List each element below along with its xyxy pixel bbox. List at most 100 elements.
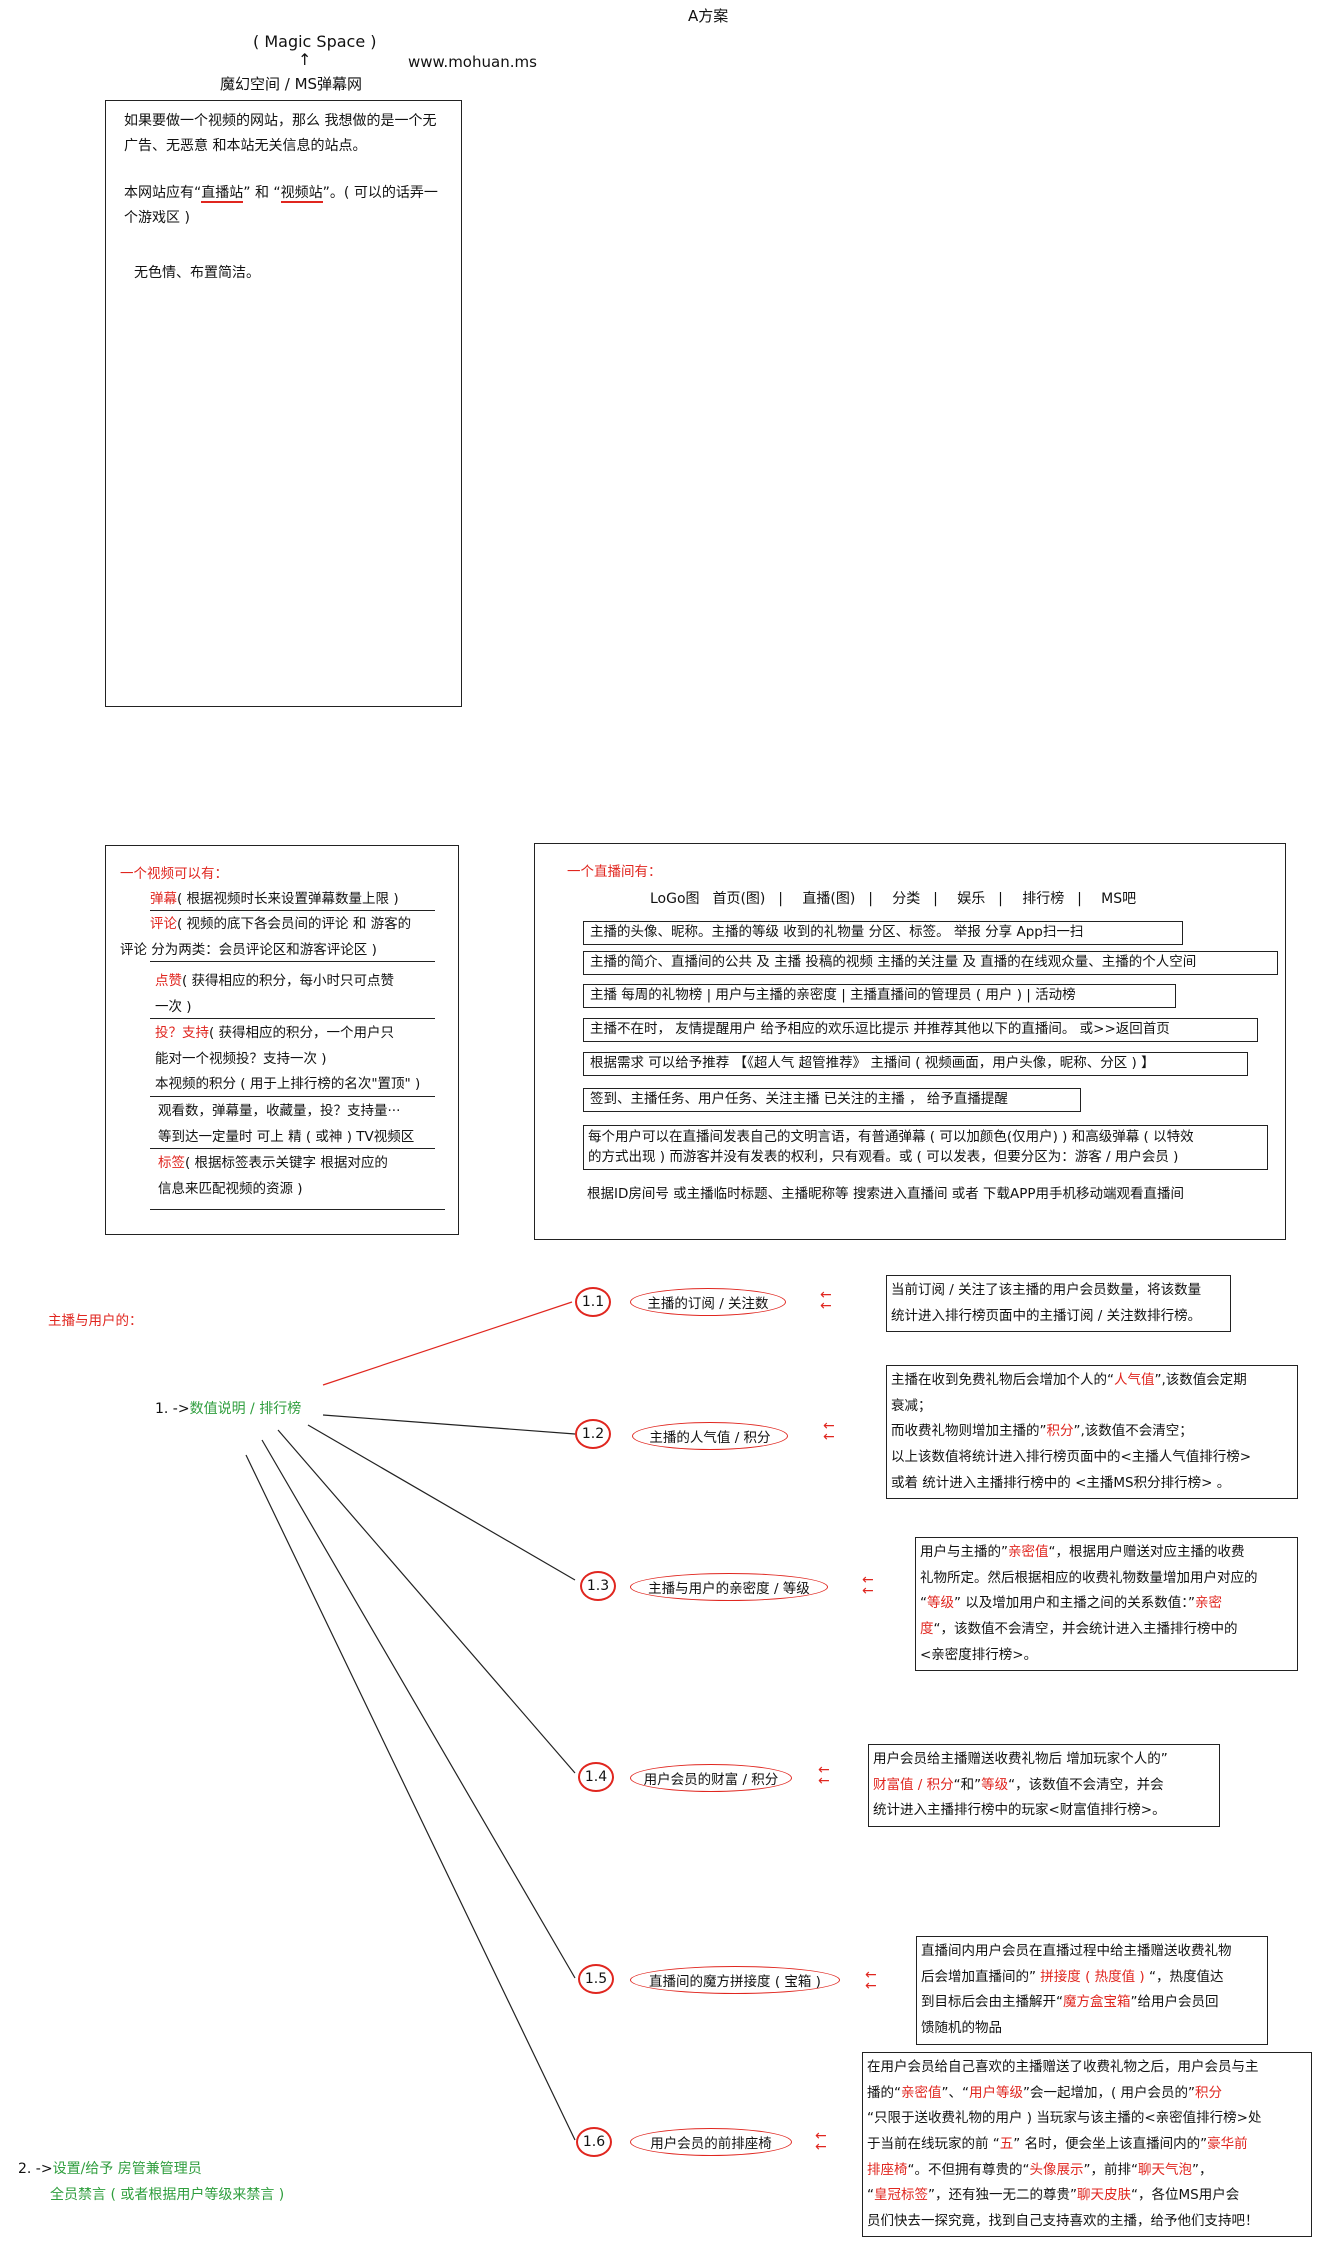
highlight-text: 五 bbox=[999, 2135, 1014, 2152]
desc-line: 衰减； bbox=[891, 1394, 1293, 1420]
up-arrow-icon: ↑ bbox=[298, 50, 312, 69]
desc-text: 馈随机的物品 bbox=[921, 2019, 1002, 2036]
live-row-danmu: 每个用户可以在直播间发表自己的文明言语，有普通弹幕 ( 可以加颜色(仅用户) )… bbox=[583, 1125, 1268, 1171]
left-arrow-icon: ←← bbox=[818, 1762, 830, 1789]
desc-text: 于当前在线玩家的前 “ bbox=[867, 2135, 1000, 2152]
desc-line: 或着 统计进入主播排行榜中的 <主播MS积分排行榜> 。 bbox=[891, 1471, 1293, 1497]
intro-text: ” 和 “ bbox=[243, 185, 281, 201]
nav-logo[interactable]: LoGo图 bbox=[650, 891, 700, 907]
live-row-tasks: 签到、主播任务、用户任务、关注主播 已关注的主播 ， 给予直播提醒 bbox=[583, 1088, 1081, 1112]
intro-paragraph-1: 如果要做一个视频的网站，那么 我想做的是一个无广告、无恶意 和本站无关信息的站点… bbox=[124, 113, 437, 154]
highlight-text: 亲密值 bbox=[901, 2084, 942, 2101]
item2-prefix: 2. -> bbox=[18, 2161, 53, 2177]
mindmap-item-2-sub: 全员禁言 ( 或者根据用户等级来禁言 ) bbox=[50, 2187, 285, 2203]
nav-ms-forum[interactable]: MS吧 bbox=[1101, 891, 1137, 907]
desc-line: 于当前在线玩家的前 “五” 名时，便会坐上该直播间内的”豪华前 bbox=[867, 2132, 1307, 2158]
highlight-text: 排座椅 bbox=[867, 2161, 908, 2178]
site-name-cn: 魔幻空间 / MS弹幕网 bbox=[220, 75, 363, 93]
connector-1-4 bbox=[277, 1429, 576, 1774]
desc-text: 到目标后会由主播解开“ bbox=[921, 1994, 1063, 2011]
desc-line: “等级” 以及增加用户和主播之间的关系数值：”亲密 bbox=[920, 1591, 1293, 1617]
highlight-text: 亲密 bbox=[1195, 1595, 1223, 1612]
desc-line: 播的“亲密值”、“用户等级”会一起增加，( 用户会员的”积分 bbox=[867, 2081, 1307, 2107]
connector-1-3 bbox=[307, 1424, 576, 1581]
nav-ranking[interactable]: 排行榜 bbox=[1022, 891, 1065, 907]
node-desc-1-2: 主播在收到免费礼物后会增加个人的“人气值”,该数值会定期衰减；而收费礼物则增加主… bbox=[886, 1365, 1298, 1500]
left-arrow-icon: ←← bbox=[820, 1287, 832, 1314]
site-url: www.mohuan.ms bbox=[408, 53, 537, 71]
desc-text: “，该数值不会清空，并会统计进入主播排行榜中的 bbox=[933, 1620, 1238, 1637]
desc-text: 播的“ bbox=[867, 2084, 901, 2101]
desc-text: 礼物所定。然后根据相应的收费礼物数量增加用户对应的 bbox=[920, 1569, 1258, 1586]
intro-paragraph-3: 无色情、布置简洁。 bbox=[134, 265, 260, 281]
desc-line: <亲密度排行榜>。 bbox=[920, 1643, 1293, 1669]
desc-text: ” 以及增加用户和主播之间的关系数值：” bbox=[954, 1595, 1196, 1612]
page-title: A方案 bbox=[688, 7, 729, 25]
node-desc-1-6: 在用户会员给自己喜欢的主播赠送了收费礼物之后，用户会员与主播的“亲密值”、“用户… bbox=[862, 2052, 1312, 2238]
desc-text: “ bbox=[867, 2187, 874, 2204]
highlight-text: 度 bbox=[920, 1620, 934, 1637]
live-row-offline: 主播不在时， 友情提醒用户 给予相应的欢乐逗比提示 并推荐其他以下的直播间。 或… bbox=[583, 1018, 1258, 1042]
hub-prefix: 1. -> bbox=[155, 1401, 190, 1417]
desc-text: ”，前排“ bbox=[1083, 2161, 1139, 2178]
vote-item: 投？支持( 获得相应的积分，一个用户只 bbox=[155, 1025, 394, 1041]
desc-line: 用户与主播的”亲密值“，根据用户赠送对应主播的收费 bbox=[920, 1540, 1293, 1566]
left-arrow-icon: ←← bbox=[823, 1418, 835, 1445]
desc-text: ” 名时，便会坐上该直播间内的” bbox=[1013, 2135, 1208, 2152]
stats-cont: 等到达一定量时 可上 精 ( 或神 ) TV视频区 bbox=[158, 1129, 415, 1145]
node-label-1-2: 主播的人气值 / 积分 bbox=[632, 1422, 788, 1450]
desc-line: 排座椅“。不但拥有尊贵的“头像展示”，前排“聊天气泡”， bbox=[867, 2158, 1307, 2184]
intro-text: 本网站应有“ bbox=[124, 185, 202, 201]
hub-label: 数值说明 / 排行榜 bbox=[189, 1401, 302, 1417]
highlight-text: 等级 bbox=[981, 1776, 1009, 1793]
nav-live[interactable]: 直播(图) bbox=[802, 891, 856, 907]
tag-label: 标签 bbox=[158, 1155, 185, 1171]
danmu-text: ( 根据视频时长来设置弹幕数量上限 ) bbox=[177, 891, 399, 907]
highlight-text: 人气值 bbox=[1114, 1372, 1155, 1388]
desc-line: 馈随机的物品 bbox=[921, 2016, 1263, 2042]
desc-text: 当前订阅 / 关注了该主播的用户会员数量，将该数量 bbox=[891, 1282, 1202, 1298]
left-arrow-icon: ←← bbox=[815, 2128, 827, 2155]
desc-text: 或着 统计进入主播排行榜中的 <主播MS积分排行榜> 。 bbox=[891, 1474, 1231, 1491]
danmu-rule-line-2: 的方式出现 ) 而游客并没有发表的权利，只有观看。或 ( 可以发表，但要分区为：… bbox=[588, 1148, 1179, 1165]
nav-home[interactable]: 首页(图) bbox=[712, 891, 766, 907]
danmu-label: 弹幕 bbox=[150, 891, 177, 907]
node-number-1-4: 1.4 bbox=[578, 1762, 614, 1792]
vote-text: ( 获得相应的积分，一个用户只 bbox=[209, 1025, 395, 1041]
video-site-label: 视频站 bbox=[280, 185, 323, 203]
mindmap-section-title: 主播与用户的： bbox=[48, 1313, 143, 1329]
highlight-text: 皇冠标签 bbox=[874, 2187, 928, 2204]
nav-category[interactable]: 分类 bbox=[892, 891, 921, 907]
stats-text: 观看数，弹幕量，收藏量，投？支持量··· bbox=[158, 1103, 401, 1119]
video-heading: 一个视频可以有： bbox=[120, 866, 228, 882]
desc-text: “，根据用户赠送对应主播的收费 bbox=[1048, 1544, 1245, 1560]
live-row-rankings: 主播 每周的礼物榜 | 用户与主播的亲密度 | 主播直播间的管理员 ( 用户 )… bbox=[583, 984, 1176, 1008]
desc-text: 统计进入主播排行榜中的玩家<财富值排行榜>。 bbox=[873, 1802, 1166, 1819]
highlight-text: 豪华前 bbox=[1207, 2135, 1248, 2152]
desc-text: 衰减； bbox=[891, 1397, 932, 1414]
highlight-text: 等级 bbox=[927, 1595, 954, 1612]
desc-text: “，各位MS用户会 bbox=[1131, 2187, 1240, 2204]
left-arrow-icon: ←← bbox=[865, 1967, 877, 1994]
nav-entertainment[interactable]: 娱乐 bbox=[957, 891, 986, 907]
desc-text: “，该数值不会清空，并会 bbox=[1008, 1776, 1164, 1793]
node-number-1-6: 1.6 bbox=[576, 2127, 612, 2157]
divider bbox=[150, 1209, 445, 1210]
live-heading: 一个直播间有： bbox=[567, 864, 662, 880]
node-label-1-4: 用户会员的财富 / 积分 bbox=[630, 1764, 792, 1792]
highlight-text: 拼接度 ( 热度值 ) bbox=[1040, 1968, 1145, 1985]
node-desc-1-3: 用户与主播的”亲密值“，根据用户赠送对应主播的收费礼物所定。然后根据相应的收费礼… bbox=[915, 1537, 1298, 1672]
desc-line: 统计进入排行榜页面中的主播订阅 / 关注数排行榜。 bbox=[891, 1304, 1226, 1330]
live-footer: 根据ID房间号 或主播临时标题、主播昵称等 搜索进入直播间 或者 下载APP用手… bbox=[587, 1186, 1185, 1202]
desc-text: 而收费礼物则增加主播的” bbox=[891, 1423, 1047, 1440]
desc-line: 用户会员给主播赠送收费礼物后 增加玩家个人的” bbox=[873, 1747, 1215, 1773]
desc-line: 统计进入主播排行榜中的玩家<财富值排行榜>。 bbox=[873, 1798, 1215, 1824]
highlight-text: 用户等级 bbox=[969, 2084, 1023, 2101]
desc-text: “，热度值达 bbox=[1144, 1968, 1224, 1985]
desc-line: 度“，该数值不会清空，并会统计进入主播排行榜中的 bbox=[920, 1617, 1293, 1643]
node-label-1-3: 主播与用户的亲密度 / 等级 bbox=[630, 1573, 828, 1601]
intro-paragraph-2: 本网站应有“直播站” 和 “视频站”。( 可以的话弄一个游戏区 ) bbox=[124, 181, 449, 230]
highlight-text: 积分 bbox=[1195, 2084, 1223, 2101]
desc-text: “和” bbox=[953, 1776, 982, 1793]
